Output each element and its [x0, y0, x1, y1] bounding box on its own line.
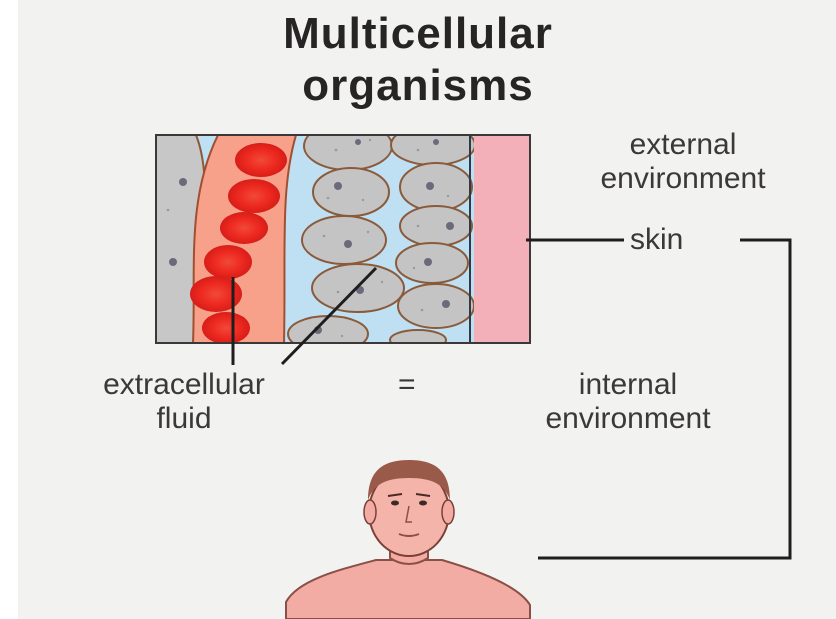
internal-label-line-1: internal	[478, 368, 778, 402]
person-figure	[286, 460, 530, 619]
external-label-line-2: environment	[538, 162, 828, 196]
extracellular-label-line-1: extracellular	[24, 368, 344, 402]
external-environment-label: external environment	[538, 128, 828, 196]
slide: Multicellular organisms	[18, 0, 836, 619]
skin-label: skin	[630, 223, 683, 257]
skin-layer	[474, 135, 530, 343]
equals-sign: =	[398, 368, 416, 402]
extracellular-fluid-label: extracellular fluid	[24, 368, 344, 436]
internal-environment-label: internal environment	[478, 368, 778, 436]
internal-label-line-2: environment	[478, 402, 778, 436]
external-label-line-1: external	[538, 128, 828, 162]
extracellular-label-line-2: fluid	[24, 402, 344, 436]
tissue-diagram-icon	[18, 0, 836, 619]
